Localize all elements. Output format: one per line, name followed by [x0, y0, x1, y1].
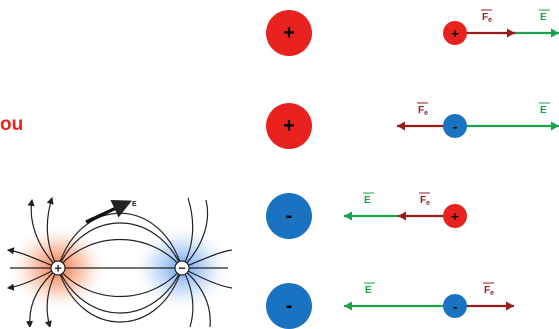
test-charge: [443, 21, 467, 45]
source-charge: +: [266, 103, 312, 149]
force-label: Fe: [418, 105, 428, 117]
negative-charge-icon: [174, 260, 190, 276]
dipole-field-map: + − E: [6, 196, 233, 327]
force-label: Fe: [420, 195, 430, 207]
test-charge: [443, 114, 467, 138]
test-charge: [443, 294, 467, 318]
ou-label: ou: [0, 114, 24, 135]
test-charge: [443, 204, 467, 228]
e-field-label: E: [364, 195, 371, 206]
e-vector-arrow: [85, 200, 132, 224]
field-map-plus: +: [54, 261, 62, 276]
e-field-arrow-head: [551, 121, 559, 131]
e-field-arrow-head: [551, 28, 559, 38]
test-charge-sign: +: [451, 209, 459, 224]
force-arrow-head: [507, 28, 515, 38]
e-field-label: E: [365, 285, 372, 296]
e-field-arrow-head: [344, 301, 352, 311]
e-field-label: E: [540, 105, 547, 116]
test-charge-sign: -: [453, 299, 457, 314]
source-charge: -: [266, 283, 312, 329]
e-field-arrow-head: [344, 211, 352, 221]
test-charge-sign: +: [451, 26, 459, 41]
e-vector-label: E: [132, 201, 137, 208]
field-map-minus: −: [178, 261, 186, 276]
positive-charge-icon: [50, 260, 66, 276]
force-label: Fe: [484, 285, 494, 297]
source-charge: +: [266, 10, 312, 56]
test-charge-sign: -: [453, 119, 457, 134]
force-arrow-head: [397, 121, 405, 131]
force-arrow-head: [398, 211, 406, 221]
source-charge: -: [266, 193, 312, 239]
e-field-label: E: [540, 12, 547, 23]
force-arrow-head: [506, 301, 514, 311]
force-label: Fe: [482, 12, 492, 24]
